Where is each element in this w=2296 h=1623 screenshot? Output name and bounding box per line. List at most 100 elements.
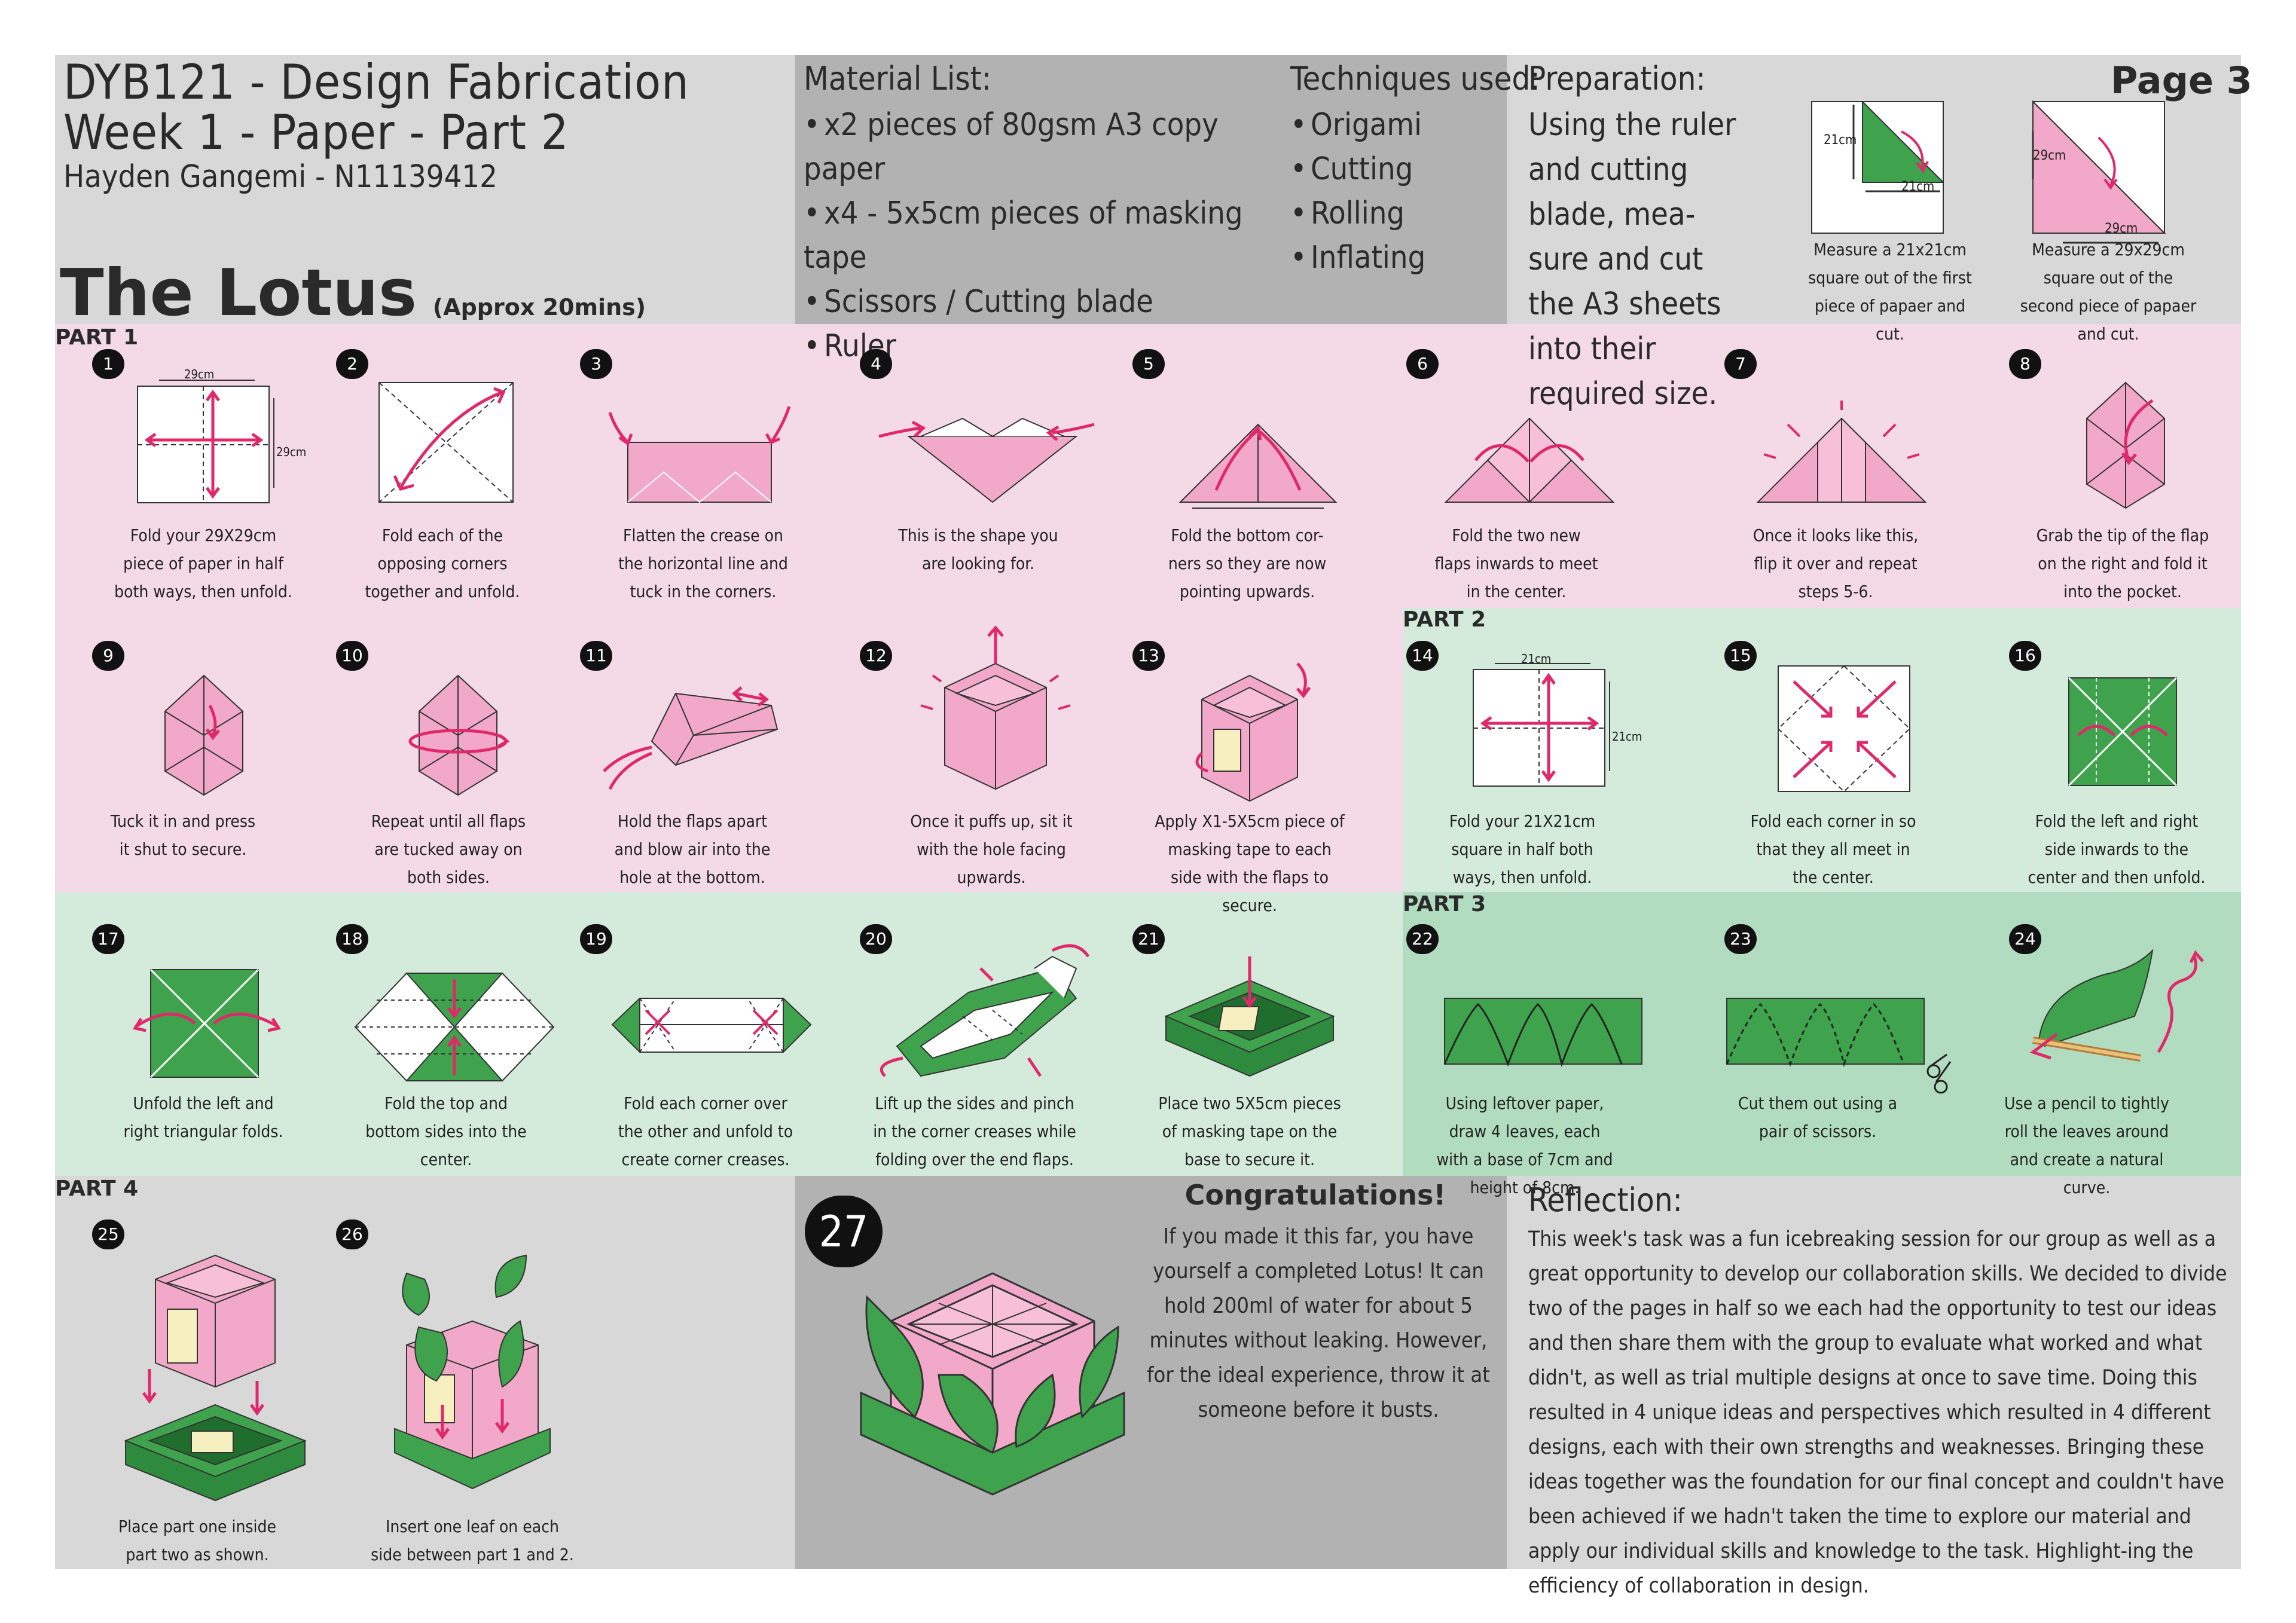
step25-illustration [124,1254,307,1502]
step-caption: Place two 5X5cm pieces of masking tape o… [1158,1093,1341,1169]
reflection-heading: Reflection: [1528,1181,1683,1219]
step-caption: Lift up the sides and pinch in the corne… [873,1093,1076,1169]
step-number: 18 [336,924,368,954]
step-number: 10 [336,641,368,671]
techniques-list: •Origami •Cutting •Rolling •Inflating [1290,103,1494,280]
final-step-number: 27 [805,1196,883,1267]
part-label: PART 4 [55,1176,139,1201]
step-caption: Once it looks like this, flip it over an… [1752,525,1919,601]
step-number: 4 [860,349,892,379]
step-caption: Place part one inside part two as shown. [118,1517,277,1564]
step-caption: Fold the bottom cor-ners so they are now… [1168,525,1327,601]
materials-list: •x2 pieces of 80gsm A3 copy paper •x4 - … [804,103,1258,368]
step6-illustration [1444,417,1615,503]
step-number: 5 [1132,349,1165,379]
step-caption: Once it puffs up, sit it with the hole f… [910,811,1073,887]
step-number: 11 [580,641,612,671]
materials-heading: Material List: [804,60,992,97]
step-caption: Fold the top and bottom sides into the c… [365,1093,527,1169]
congratulations-text: If you made it this far, you have yourse… [1147,1224,1490,1422]
step-caption: Grab the tip of the flap on the right an… [2036,525,2209,601]
step-number: 20 [860,924,892,954]
part-label: PART 3 [1403,892,1486,916]
step-number: 9 [92,641,124,671]
step-caption: Fold each of the opposing corners togeth… [365,525,520,601]
step-caption: Fold the left and right side inwards to … [2028,811,2206,887]
prep-dim-label: 21cm [1824,133,1857,148]
techniques-item: •Origami [1290,107,1422,143]
step-number: 24 [2009,924,2041,954]
step3-illustration [608,406,791,503]
step-caption: Unfold the left and right triangular fol… [123,1093,283,1141]
dim-label: 29cm [184,367,215,381]
prep-caption: Measure a 29x29cm square out of the seco… [2020,240,2197,344]
step22-illustration [1443,998,1642,1068]
step23-illustration [1726,998,1952,1094]
preparation-heading: Preparation: [1528,60,1706,97]
step-caption: Tuck it in and press it shut to secure. [110,811,256,859]
step-number: 1 [92,349,124,379]
step-caption: Fold each corner in so that they all mee… [1750,811,1916,887]
step-caption: Fold each corner over the other and unfo… [618,1093,793,1169]
step9-illustration [164,674,243,796]
prep-21cm-diagram [1811,101,1944,234]
dim-label: 21cm [1521,652,1552,666]
step-number: 21 [1132,924,1165,954]
prep-dim-label: 29cm [2033,148,2066,163]
step-caption: Apply X1-5X5cm piece of masking tape to … [1155,811,1345,915]
page-number: Page 3 [2111,59,2252,102]
step2-illustration [378,382,514,503]
materials-item: •x4 - 5x5cm pieces of masking tape [804,195,1243,276]
reflection-panel [1507,1176,2241,1569]
materials-item: •x2 pieces of 80gsm A3 copy paper [804,107,1219,187]
step11-illustration [603,686,778,790]
step-number: 8 [2009,349,2041,379]
author: Hayden Gangemi - N11139412 [63,159,497,195]
prep-caption: Measure a 21x21cm square out of the firs… [1808,240,1972,344]
congratulations-heading: Congratulations! [1184,1179,1446,1211]
step17-illustration [133,968,281,1078]
step26-illustration [394,1254,551,1490]
step12-illustration [920,625,1071,790]
step15-illustration [1777,665,1911,793]
techniques-item: •Cutting [1290,151,1413,187]
step21-illustration [1164,956,1335,1077]
dim-label: 29cm [276,445,307,459]
step-number: 13 [1132,641,1165,671]
prep-29cm-diagram [2032,100,2166,244]
step-number: 23 [1724,924,1757,954]
step-caption: Fold the two new flaps inwards to meet i… [1434,525,1598,601]
step7-illustration [1756,401,1927,503]
materials-item: •Scissors / Cutting blade [804,284,1153,320]
preparation-text: Using the ruler and cutting blade, mea-s… [1528,107,1736,412]
step-number: 17 [92,924,124,954]
step-number: 6 [1406,349,1439,379]
header-panel [55,55,795,324]
step-number: 26 [336,1219,368,1249]
part-label: PART 1 [55,325,139,350]
step4-illustration [878,417,1095,503]
step16-illustration [2068,677,2178,787]
part1-row2-panel [55,608,1403,892]
step14-illustration [1473,663,1610,787]
course-title: DYB121 - Design Fabrication [63,54,689,110]
completed-lotus-illustration [860,1272,1125,1496]
step-caption: Repeat until all flaps are tucked away o… [371,811,526,887]
step-number: 16 [2009,641,2041,671]
step8-illustration [2086,381,2165,509]
step20-illustration [880,944,1090,1077]
project-title: The Lotus [60,256,417,331]
step24-illustration [2029,949,2204,1062]
step-caption: This is the shape you are looking for. [898,525,1058,573]
techniques-item: •Inflating [1290,240,1426,276]
materials-panel [795,55,1507,324]
step-number: 22 [1406,924,1439,954]
step-caption: Fold your 29X29cm piece of paper in half… [114,525,292,601]
step-number: 25 [92,1219,124,1249]
step-number: 7 [1724,349,1757,379]
step-number: 19 [580,924,612,954]
step1-illustration [137,380,274,503]
step-caption: Insert one leaf on each side between par… [371,1517,574,1564]
part-label: PART 2 [1403,607,1486,632]
dim-label: 21cm [1612,729,1642,744]
